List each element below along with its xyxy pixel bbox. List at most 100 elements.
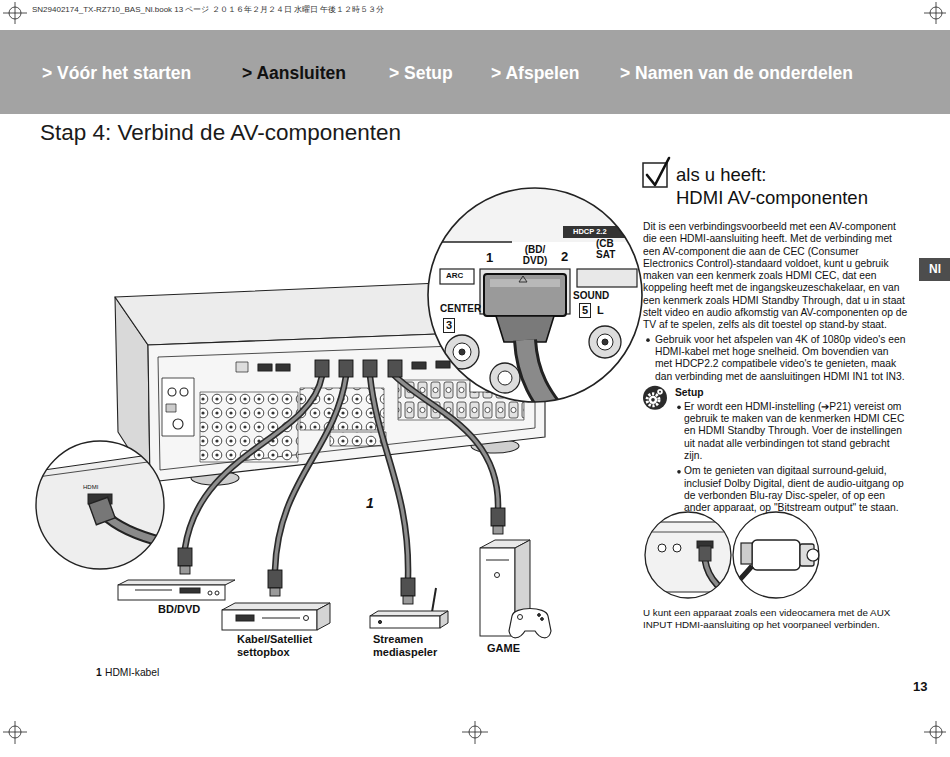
hdmi-plug [178, 360, 505, 604]
nav-link: > Vóór het starten [42, 63, 191, 84]
bd-dvd-player [135, 590, 172, 591]
inset-circle [36, 441, 164, 569]
port-label: (CB SAT [596, 238, 624, 260]
zoom-detail [440, 269, 474, 284]
media-player [440, 611, 448, 628]
hdmi-cable [275, 376, 346, 570]
game-console [480, 540, 551, 638]
zoom-detail [420, 185, 660, 242]
callout-number: 1 [364, 495, 376, 512]
port-label: ARC [446, 271, 463, 281]
zoom-detail [625, 357, 655, 387]
tv-inset [30, 441, 180, 582]
bullet-dot [646, 338, 650, 342]
camcorder-inset [741, 543, 752, 564]
setup-icon [651, 398, 655, 402]
section-heading: als u heeft: [676, 164, 767, 186]
front-panel-inset [699, 546, 711, 561]
game-console [518, 615, 523, 620]
zoom-detail [519, 276, 527, 282]
settop-box [222, 603, 330, 610]
hdmi-plug [178, 548, 192, 566]
zoom-circle [428, 188, 642, 402]
tv-inset [30, 459, 170, 478]
setup-icon [647, 394, 659, 406]
setup-icon [659, 391, 661, 393]
zoom-detail [577, 269, 637, 287]
front-panel-inset [673, 544, 681, 552]
bd-dvd-player [208, 591, 212, 595]
settop-box [222, 610, 317, 630]
front-panel-inset [658, 544, 666, 552]
camcorder-inset [807, 549, 819, 561]
note-text: U kunt een apparaat zoals een videocamer… [643, 607, 915, 631]
zoom-detail [490, 279, 560, 287]
page-title: Stap 4: Verbind de AV-componenten [40, 119, 401, 146]
receiver-rear [168, 388, 176, 396]
hdmi-plug [493, 526, 503, 534]
zoom-detail [525, 340, 565, 425]
hdmi-cable [370, 376, 408, 578]
port-label: HDMI [83, 484, 98, 491]
port-label: CENTER [440, 303, 481, 315]
setup-icon [657, 389, 663, 395]
hdmi-plug [180, 566, 190, 574]
port-label: SOUND [573, 290, 609, 301]
bd-dvd-player [118, 585, 225, 600]
hdmi-plug [268, 570, 282, 588]
device: Kabel/Satelliet settopbox [237, 633, 337, 659]
hdmi-cable [275, 376, 346, 570]
settop-box [317, 603, 330, 630]
zoom-detail [525, 340, 565, 425]
inset-circle [733, 512, 819, 598]
media-player [370, 616, 440, 628]
hdmi-plug [339, 360, 353, 377]
device-label: Streamen mediaspeler [373, 633, 453, 659]
setup-icon [643, 386, 667, 410]
tv-inset [89, 497, 115, 525]
receiver-rear [180, 388, 188, 396]
bd-dvd-player [118, 580, 235, 600]
nav-link: > Afspelen [491, 63, 579, 84]
receiver-rear [330, 432, 386, 446]
bd-dvd-player [215, 591, 219, 595]
zoom-detail [597, 334, 613, 350]
footnote-text: HDMI-kabel [105, 667, 159, 679]
inset-circle [645, 512, 731, 598]
hdmi-plug [491, 508, 505, 526]
port-group-label: HDCP 2.2 [573, 227, 607, 236]
zoom-detail [498, 371, 512, 385]
crop-mark [936, 721, 937, 744]
hdmi-plug [270, 588, 280, 596]
crop-mark [924, 13, 946, 14]
checkbox-icon [647, 158, 669, 185]
zoom-detail [490, 363, 520, 393]
setup-icon [643, 386, 667, 410]
device-label: Kabel/Satelliet settopbox [237, 633, 337, 659]
crop-mark [936, 2, 937, 24]
game-console [480, 548, 515, 636]
hdmi-cable [395, 376, 498, 508]
receiver-rear [162, 378, 194, 436]
tv-inset [104, 514, 180, 546]
receiver-rear [236, 362, 248, 372]
settop-box [222, 603, 330, 630]
receiver-rear [258, 364, 272, 371]
settop-box [262, 618, 300, 619]
settop-box [236, 615, 254, 621]
port-number: 3 [443, 318, 455, 333]
bullet-dot [677, 406, 681, 410]
game-console [541, 618, 544, 621]
hdmi-plug [315, 360, 329, 377]
port-number: 1 [486, 250, 493, 266]
media-player [432, 588, 436, 612]
page-number: 13 [913, 679, 927, 695]
game-console [509, 609, 551, 638]
setup-heading: Setup [675, 387, 704, 399]
device: Streamen mediaspeler [373, 633, 453, 659]
zoom-detail [420, 185, 660, 425]
hdmi-cable [395, 376, 498, 508]
receiver-rear [436, 361, 450, 368]
language-code: Nl [929, 263, 941, 276]
